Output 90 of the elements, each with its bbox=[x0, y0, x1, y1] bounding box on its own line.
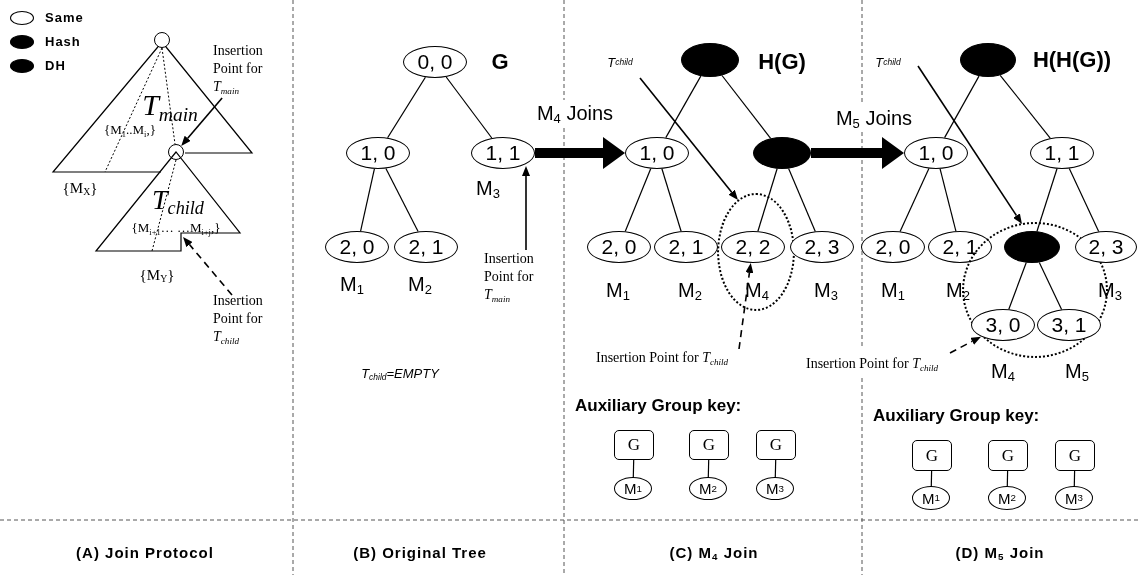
tree-node: 2, 2 bbox=[721, 231, 785, 263]
member-label: M$_{5}$ bbox=[1065, 359, 1089, 383]
member-label: M$_{1}$ bbox=[606, 278, 630, 302]
tree-edge bbox=[999, 74, 1051, 139]
tree-node: 1, 0 bbox=[625, 137, 689, 169]
tree-node: 2, 0 bbox=[325, 231, 389, 263]
insertion-point-note: Insertion Point for T$_{main}$ bbox=[213, 42, 279, 98]
member-label: M$_{3}$ bbox=[814, 278, 838, 302]
arrow bbox=[639, 77, 738, 200]
subtree-title: T$_{child}$ bbox=[152, 184, 204, 216]
join-arrow bbox=[535, 137, 625, 169]
group-key-box: G bbox=[689, 430, 729, 460]
tree-edge bbox=[1008, 262, 1027, 310]
hash-node bbox=[753, 137, 811, 169]
hash-node bbox=[1004, 231, 1060, 263]
join-arrow bbox=[811, 137, 904, 169]
group-key-box: G bbox=[988, 440, 1028, 471]
tree-node: 0, 0 bbox=[403, 46, 467, 78]
arrow bbox=[181, 97, 223, 146]
panel-caption: (D) M$_{5}$ Join bbox=[955, 543, 1045, 561]
insertion-point-note: Insertion Point for T$_{child}$ bbox=[213, 292, 279, 348]
member-label: M$_{2}$ bbox=[408, 272, 432, 296]
tree-edge bbox=[939, 168, 957, 232]
panel-caption: (C) M$_{4}$ Join bbox=[669, 543, 759, 561]
tree-node: 1, 0 bbox=[904, 137, 968, 169]
tree-node: 3, 0 bbox=[971, 309, 1035, 341]
member-label: M$_{1}$ bbox=[881, 278, 905, 302]
member-label: M$_{4}$ bbox=[991, 359, 1015, 383]
dashed-arrow bbox=[949, 336, 982, 354]
panel-caption: (B) Original Tree bbox=[353, 543, 487, 561]
member-label: M$_{2}$ bbox=[678, 278, 702, 302]
tree-edge bbox=[445, 76, 493, 139]
legend-label: Same bbox=[45, 10, 84, 25]
group-key-label: G bbox=[491, 49, 509, 75]
tree-node: 2, 1 bbox=[654, 231, 718, 263]
member-label: M$_{3}$ bbox=[476, 176, 500, 200]
tree-edge bbox=[944, 75, 980, 139]
tree-node: 2, 0 bbox=[587, 231, 651, 263]
group-key-box: G bbox=[756, 430, 796, 460]
tree-node: 2, 3 bbox=[1075, 231, 1137, 263]
tree-node: 3, 1 bbox=[1037, 309, 1101, 341]
legend-label: DH bbox=[45, 58, 66, 73]
member-set-label: {M$_{X}$} bbox=[62, 179, 98, 197]
subtree-title: T$_{main}$ bbox=[142, 88, 198, 122]
tree-edge bbox=[757, 168, 778, 232]
tree-edge bbox=[1036, 168, 1058, 232]
tree-node: 1, 0 bbox=[346, 137, 410, 169]
insertion-point-note: Insertion Point for T$_{main}$ bbox=[484, 250, 550, 306]
tree-node: 1, 1 bbox=[1030, 137, 1094, 169]
tree-edge bbox=[788, 168, 816, 232]
group-key-box: G bbox=[912, 440, 952, 471]
tree-edge bbox=[899, 168, 930, 232]
arrow bbox=[522, 166, 530, 251]
tree-edge bbox=[387, 76, 426, 139]
group-key-box: G bbox=[614, 430, 654, 460]
tree-node: 2, 3 bbox=[790, 231, 854, 263]
tree-node: 2, 0 bbox=[861, 231, 925, 263]
key-heading: Auxiliary Group key: bbox=[873, 406, 1040, 426]
tree-edge bbox=[385, 167, 419, 233]
group-key-label: H(H(G)) bbox=[1032, 47, 1112, 73]
member-set-label: {M$_{1}$..M$_{i}$,} bbox=[104, 122, 156, 138]
note-text: T$_{child}$=EMPTY bbox=[361, 365, 439, 381]
member-set-label: {M$_{Y}$} bbox=[139, 266, 175, 284]
tree-node: 2, 1 bbox=[928, 231, 992, 263]
group-key-label: H(G) bbox=[758, 49, 806, 75]
hash-node bbox=[681, 43, 739, 77]
member-label: M$_{2}$ bbox=[946, 278, 970, 302]
tree-edge bbox=[661, 168, 682, 232]
insertion-region-outline bbox=[717, 193, 795, 311]
tree-edge bbox=[665, 75, 702, 139]
tree-edge bbox=[1038, 261, 1063, 310]
tree-edge bbox=[360, 168, 375, 232]
dashed-arrow bbox=[738, 263, 754, 350]
key-heading: Auxiliary Group key: bbox=[575, 396, 742, 416]
tree-node: 2, 1 bbox=[394, 231, 458, 263]
member-label: M$_{1}$ bbox=[340, 272, 364, 296]
group-key-box: G bbox=[1055, 440, 1095, 471]
arrow bbox=[917, 65, 1022, 224]
legend-label: Hash bbox=[45, 34, 81, 49]
member-set-label: {M$_{i+1}$… …M$_{i+j}$,} bbox=[131, 220, 221, 236]
tree-edge bbox=[1068, 168, 1100, 232]
tree-node: 1, 1 bbox=[471, 137, 535, 169]
tree-node bbox=[154, 32, 170, 48]
insertion-point-note: Insertion Point for T$_{child}$ bbox=[806, 355, 971, 377]
hash-node bbox=[960, 43, 1016, 77]
tree-edge bbox=[624, 168, 652, 232]
dashed-arrow bbox=[183, 236, 233, 296]
member-label: M$_{3}$ bbox=[1098, 278, 1122, 302]
panel-caption: (A) Join Protocol bbox=[76, 543, 214, 561]
insertion-point-note: Insertion Point for T$_{child}$ bbox=[596, 349, 761, 371]
